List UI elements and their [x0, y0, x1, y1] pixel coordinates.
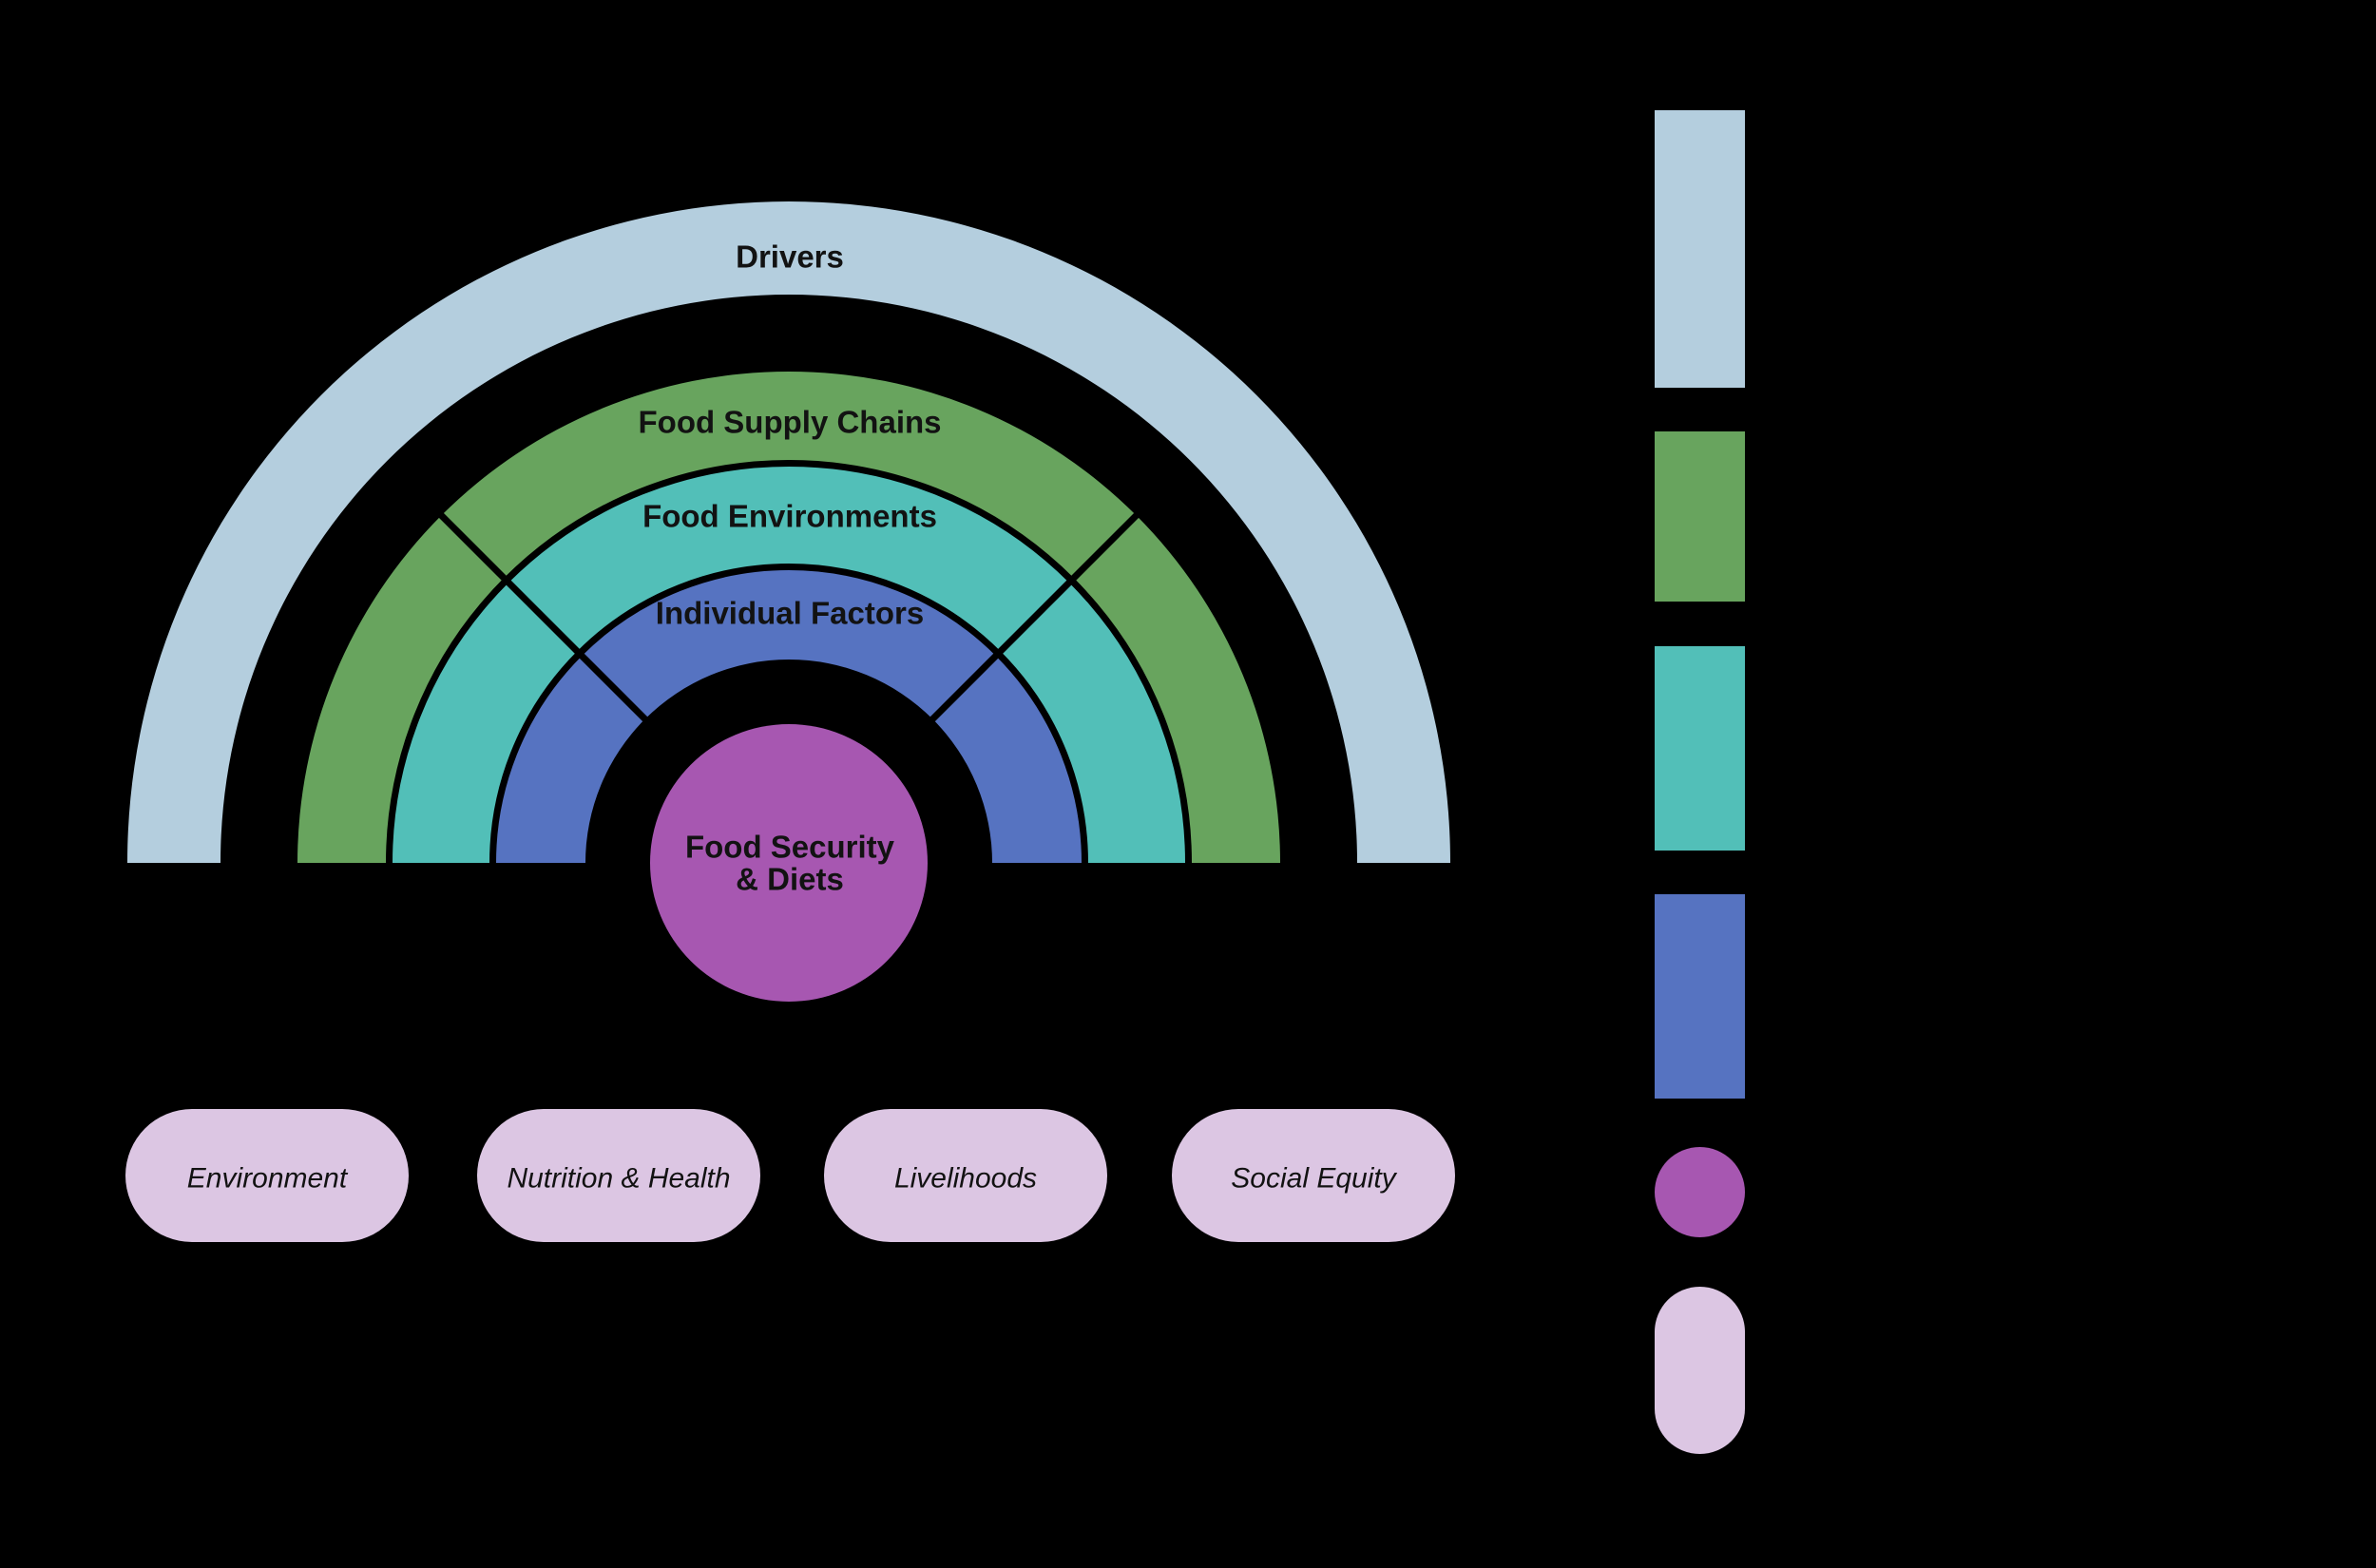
pill-label: Environment	[187, 1163, 349, 1195]
individual-factors-label: Individual Factors	[656, 596, 924, 631]
outcome-pill-social-equity: Social Equity	[1172, 1109, 1455, 1242]
legend-swatch-individual-factors	[1655, 894, 1745, 1099]
legend-swatch-food-supply-chains	[1655, 431, 1745, 602]
food-security-diets-circle	[650, 724, 928, 1002]
pill-shape	[824, 1109, 1107, 1242]
individual-factors-ring	[492, 566, 1085, 863]
pill-shape	[477, 1109, 760, 1242]
food-supply-chains-ring	[297, 372, 1280, 863]
legend-swatch-food-environments	[1655, 646, 1745, 851]
food-security-diets-label-line2: & Diets	[736, 862, 844, 897]
outcome-pill-environment: Environment	[125, 1109, 409, 1242]
drivers-ring	[127, 201, 1450, 863]
legend-swatch-outcomes	[1655, 1287, 1745, 1454]
pill-shape	[1172, 1109, 1455, 1242]
food-supply-chains-label: Food Supply Chains	[639, 405, 942, 440]
ring-spoke-left	[434, 508, 651, 725]
outcome-pills: Environment Nutrition & Health Livelihoo…	[125, 1109, 1455, 1242]
drivers-label: Drivers	[736, 239, 844, 275]
center-node: Food Security & Diets	[650, 724, 928, 1002]
food-security-diets-label-line1: Food Security	[685, 830, 895, 865]
pill-label: Nutrition & Health	[507, 1163, 730, 1195]
legend	[1655, 110, 1745, 1454]
pill-shape	[125, 1109, 409, 1242]
legend-swatch-food-security-diets	[1655, 1147, 1745, 1237]
ring-spoke-right	[927, 508, 1143, 725]
food-environments-ring	[389, 463, 1189, 863]
outcome-pill-nutrition-health: Nutrition & Health	[477, 1109, 760, 1242]
legend-swatch-drivers	[1655, 110, 1745, 388]
ring-boundary-outer	[386, 460, 1192, 864]
food-environments-label: Food Environments	[642, 499, 937, 534]
outcome-pill-livelihoods: Livelihoods	[824, 1109, 1107, 1242]
ring-boundary-inner	[489, 564, 1088, 864]
rainbow-arcs: Drivers Food Supply Chains Food Environm…	[127, 201, 1450, 864]
pill-label: Social Equity	[1231, 1163, 1397, 1195]
pill-label: Livelihoods	[894, 1163, 1037, 1195]
